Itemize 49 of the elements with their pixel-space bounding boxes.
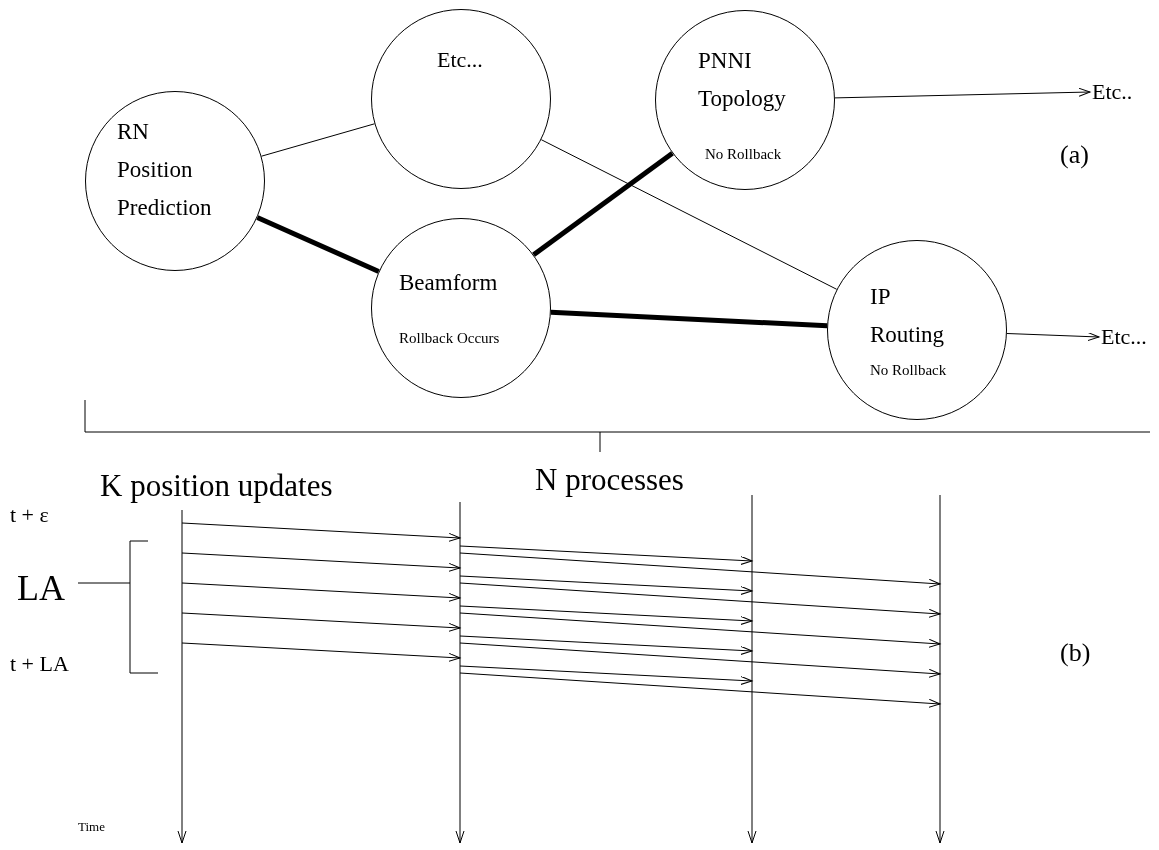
arrow [459,575,753,595]
connector-line [261,123,375,157]
end-label: Etc.. [1092,80,1133,104]
process-circle [655,10,835,190]
arrow [181,552,461,572]
node-note: Rollback Occurs [399,330,500,347]
end-label: Etc... [1101,325,1147,349]
arrow [459,612,941,648]
heading-text: K position updates [100,470,333,501]
arrow [459,672,941,708]
time-label: t + LA [10,653,69,675]
arrow [459,642,941,678]
arrow [181,522,461,542]
arrow [459,582,941,618]
arrow [459,545,753,565]
node-note: No Rollback [870,362,947,379]
node-title: Beamform [399,270,498,296]
connector-line [532,151,674,257]
process-circle [85,91,265,271]
arrow [834,87,1091,99]
arrow [181,642,461,662]
lifeline-arrow [746,495,758,843]
lifeline-arrow [176,510,188,843]
node-title: IP Routing [870,283,946,349]
node-title: PNNI Topology [698,47,787,113]
process-circle [371,218,551,398]
panel-label: (b) [1060,640,1091,666]
panel-label: (a) [1060,142,1089,168]
node-title: RN Position Prediction [117,118,213,222]
arrow [459,605,753,625]
process-circle [371,9,551,189]
lifeline-arrow [934,495,946,843]
arrow [181,582,461,602]
lifeline-arrow [454,502,466,843]
process-circle [827,240,1007,420]
heading-text: N processes [535,464,684,495]
connector-line [540,139,838,290]
arrow [459,635,753,655]
arrow [1006,332,1100,342]
node-note: No Rollback [705,146,782,163]
connector-line [550,309,828,329]
connector-line [256,215,380,274]
arrow [459,552,941,588]
arrow [181,612,461,632]
arrow [459,665,753,685]
node-title: Etc... [437,47,483,73]
bracket-label: LA [17,570,65,606]
axis-label: Time [78,820,105,833]
time-label: t + ε [10,504,49,526]
